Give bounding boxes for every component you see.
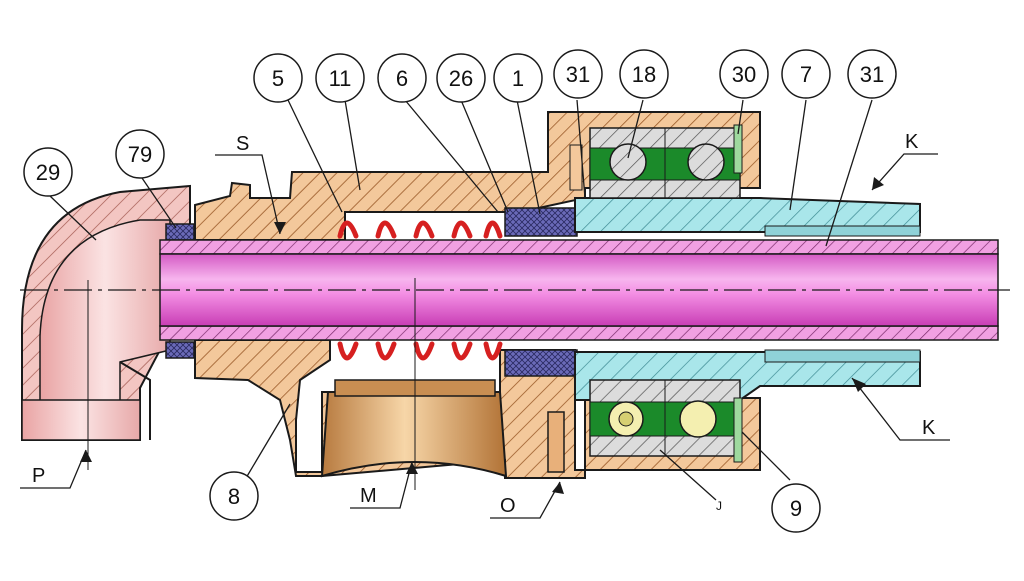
callout-29: 29 bbox=[23, 147, 73, 197]
spring-upper bbox=[337, 220, 503, 239]
part-number-label: 9 bbox=[790, 496, 802, 521]
part-number-label: 7 bbox=[800, 62, 812, 87]
seal-1 bbox=[504, 207, 578, 377]
part-number-label: 31 bbox=[860, 62, 884, 87]
arrowheads bbox=[80, 177, 884, 494]
nozzle-cavity bbox=[320, 379, 508, 478]
callout-26: 26 bbox=[436, 53, 486, 103]
part-number-label: 11 bbox=[329, 66, 352, 91]
callout-1: 1 bbox=[493, 53, 543, 103]
callout-18: 18 bbox=[619, 49, 669, 99]
callout-30: 30 bbox=[719, 49, 769, 99]
bearing-upper bbox=[569, 124, 743, 199]
label-s: S bbox=[236, 133, 249, 155]
label-k-bottom: K bbox=[922, 417, 936, 439]
callout-31-right: 31 bbox=[847, 49, 897, 99]
part-number-label: 31 bbox=[566, 62, 590, 87]
callout-31-left: 31 bbox=[553, 49, 603, 99]
part-number-label: 5 bbox=[272, 66, 284, 91]
label-o: O bbox=[500, 495, 516, 517]
part-number-label: 6 bbox=[396, 66, 408, 91]
part-number-label: 79 bbox=[128, 142, 152, 167]
elbow-pipe bbox=[21, 184, 191, 441]
bearing-lower bbox=[589, 379, 743, 463]
spring-lower bbox=[337, 341, 503, 361]
label-m: M bbox=[360, 485, 377, 507]
part-number-label: 1 bbox=[512, 66, 524, 91]
part-number-label: 29 bbox=[36, 160, 60, 185]
callout-8: 8 bbox=[209, 471, 259, 521]
label-p: P bbox=[32, 465, 45, 487]
label-j: J bbox=[716, 499, 722, 513]
callout-5: 5 bbox=[253, 53, 303, 103]
label-k-top: K bbox=[905, 131, 919, 153]
callout-9: 9 bbox=[771, 483, 821, 533]
callout-11: 11 bbox=[315, 53, 365, 103]
part-number-label: 30 bbox=[732, 62, 756, 87]
callout-79: 79 bbox=[115, 129, 165, 179]
part-number-label: 18 bbox=[632, 62, 656, 87]
port-channel bbox=[547, 411, 565, 473]
callout-7: 7 bbox=[781, 49, 831, 99]
leader-lines bbox=[20, 99, 950, 519]
seal-79 bbox=[165, 223, 195, 359]
part-number-label: 8 bbox=[228, 484, 240, 509]
part-number-label: 26 bbox=[449, 66, 473, 91]
callout-6: 6 bbox=[377, 53, 427, 103]
